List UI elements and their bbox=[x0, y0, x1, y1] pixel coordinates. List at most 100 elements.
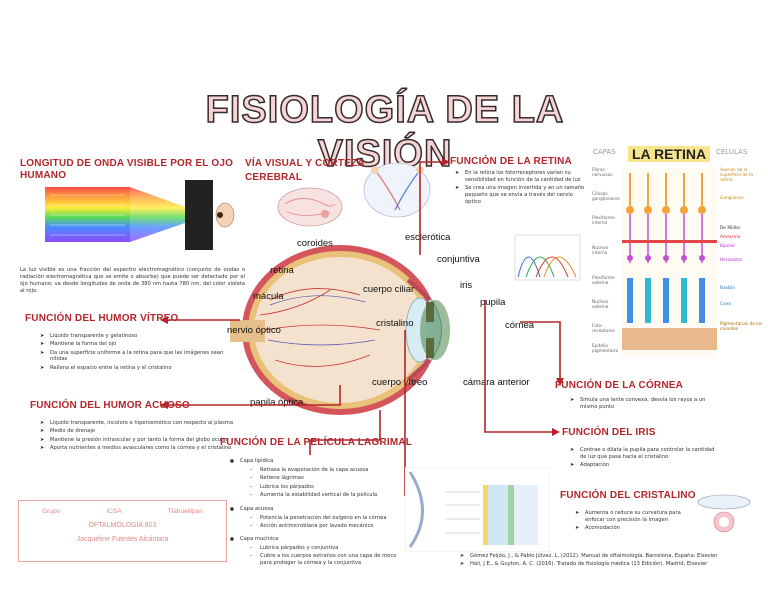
layer-label: Nuclear externa bbox=[592, 300, 609, 310]
label-cuerpo-vitreo: cuerpo vítreo bbox=[372, 377, 428, 388]
label-cuerpo-ciliar: cuerpo ciliar bbox=[363, 284, 415, 295]
photoreceptor bbox=[627, 278, 633, 323]
visual-pathway-illustration bbox=[363, 162, 431, 218]
photoreceptor bbox=[681, 278, 687, 323]
vitreo-list: Líquido transparente y gelatinoso Mantie… bbox=[40, 333, 240, 373]
retina-cell-labels: Axones de la superficie de la retina Gan… bbox=[720, 168, 765, 336]
retina-diagram-title: LA RETINA bbox=[628, 146, 711, 162]
cristalino-fn-list: Aumenta o reduce su curvatura para enfoc… bbox=[575, 510, 695, 533]
ganglion-cell bbox=[680, 206, 688, 214]
retina-capas-label: CAPAS bbox=[593, 148, 616, 156]
list-item: Adaptación bbox=[570, 462, 720, 469]
lens-illustration bbox=[697, 494, 751, 533]
cell-label: Bipolar bbox=[720, 244, 736, 249]
photoreceptor bbox=[699, 278, 705, 323]
references-list: Gómez Feijóo, J., & Pablo Júlvez, L. (20… bbox=[460, 553, 760, 570]
label-papila-optica: papila óptica bbox=[250, 397, 304, 408]
list-item: Se crea una imagen invertida y en un tam… bbox=[455, 185, 590, 205]
layer-label: Células ganglionares bbox=[592, 192, 620, 202]
retina-layers-illustration bbox=[622, 168, 717, 358]
list-item: Líquido transparente, incoloro e hiperos… bbox=[40, 420, 240, 427]
list-item: Medio de drenaje bbox=[40, 428, 240, 435]
author-course: OFTALMOLOGÍA 803 bbox=[88, 522, 157, 529]
layer-label: Plexiforme interna bbox=[592, 216, 615, 226]
list-item: Aporta nutrientes a medios avasculares c… bbox=[40, 445, 240, 452]
bipolar-cell bbox=[699, 255, 705, 261]
bipolar-cell bbox=[663, 255, 669, 261]
label-macula: mácula bbox=[253, 291, 284, 302]
ganglion-cell bbox=[698, 206, 706, 214]
bipolar-cell bbox=[627, 255, 633, 261]
list-item: Retiene lágrimas bbox=[250, 475, 400, 482]
layer-label: Epitelio pigmentario bbox=[592, 344, 619, 354]
cornea-fn-title: FUNCIÓN DE LA CÓRNEA bbox=[555, 380, 684, 391]
ganglion-cell bbox=[626, 206, 634, 214]
cristalino-fn-title: FUNCIÓN DEL CRISTALINO bbox=[560, 490, 696, 501]
list-item: Líquido transparente y gelatinoso bbox=[40, 333, 240, 340]
amacrine-layer bbox=[622, 240, 717, 243]
list-item: Potencia la penetración del oxígeno en l… bbox=[250, 515, 400, 522]
via-title-2: CEREBRAL bbox=[245, 172, 303, 183]
reference-item: Gómez Feijóo, J., & Pablo Júlvez, L. (20… bbox=[460, 553, 760, 560]
vitreo-title: FUNCIÓN DEL HUMOR VÍTREO bbox=[25, 313, 179, 324]
label-esclerotica: esclerótica bbox=[405, 232, 451, 243]
layer-label: Plexiforme externa bbox=[592, 276, 615, 286]
list-item: Rellena el espacio entre la retina y el … bbox=[40, 365, 240, 372]
author-name: Jacqueline Fuentes Alcántara bbox=[76, 536, 169, 543]
eye-illustration bbox=[230, 245, 450, 415]
acuoso-title: FUNCIÓN DEL HUMOR ACUOSO bbox=[30, 400, 190, 411]
list-item: Da una superficie uniforme a la retina p… bbox=[40, 350, 240, 364]
list-item: Retrasa la evaporación de la capa acuosa bbox=[250, 467, 400, 474]
list-item: Contrae o dilata la pupila para controla… bbox=[570, 447, 720, 461]
lagrimal-capa-2: Capa acuosa bbox=[230, 506, 400, 513]
list-item: Simula una lente convexa, desvía los ray… bbox=[570, 397, 720, 411]
retina-layer-labels: Fibras nerviosas Células ganglionares Pl… bbox=[592, 168, 622, 360]
author-school: ICSA bbox=[106, 508, 122, 515]
list-item: En la retina los fotorreceptores varían … bbox=[455, 170, 590, 184]
lagrimal-capa-3-list: Capa mucínica bbox=[230, 536, 400, 544]
list-item: Mantiene la presión intraocular y por ta… bbox=[40, 437, 240, 444]
tear-film-illustration bbox=[405, 467, 550, 552]
ganglion-cell bbox=[662, 206, 670, 214]
lagrimal-capa-2-list: Capa acuosa bbox=[230, 506, 400, 514]
list-item: Acción antimicrobiana por lavado mecánic… bbox=[250, 523, 400, 530]
photoreceptor-sensitivity-chart bbox=[514, 234, 581, 281]
via-title-1: VÍA VISUAL Y CORTEZA bbox=[245, 158, 365, 169]
ganglion-cell bbox=[644, 206, 652, 214]
lagrimal-title: FUNCIÓN DE LA PELÍCULA LAGRIMAL bbox=[220, 437, 413, 448]
label-iris: iris bbox=[460, 280, 473, 291]
list-item: Lubrica los párpados bbox=[250, 484, 400, 491]
label-conjuntiva: conjuntiva bbox=[437, 254, 480, 265]
retina-fn-list: En la retina los fotorreceptores varían … bbox=[455, 170, 590, 207]
layer-label: Nuclear interna bbox=[592, 246, 609, 256]
list-item: Lubrica párpados y conjuntiva bbox=[250, 545, 400, 552]
bipolar-cell bbox=[681, 255, 687, 261]
reference-item: Hall, J.E., & Guyton, A. C. (2016). Trat… bbox=[460, 561, 760, 568]
label-coroides: coroides bbox=[297, 238, 333, 249]
list-item: Mantiene la forma del ojo bbox=[40, 341, 240, 348]
list-item: Acomodación bbox=[575, 525, 695, 532]
lagrimal-list: Capa lipídica bbox=[230, 458, 400, 466]
cell-label: Pigmentarias de los coroides bbox=[720, 322, 763, 332]
bipolar-cell bbox=[645, 255, 651, 261]
label-cristalino: cristalino bbox=[376, 318, 414, 329]
cell-label: Bastón bbox=[720, 286, 735, 291]
retina-fn-title: FUNCIÓN DE LA RETINA bbox=[450, 156, 572, 167]
photoreceptor bbox=[645, 278, 651, 323]
page-title: FISIOLOGÍA DE LA VISIÓN bbox=[205, 88, 565, 176]
cell-label: Ganglionar bbox=[720, 196, 744, 201]
iris-fn-title: FUNCIÓN DEL IRIS bbox=[562, 427, 656, 438]
spectrum-illustration bbox=[45, 180, 235, 250]
author-group: Grupo bbox=[42, 508, 61, 515]
label-camara-anterior: cámara anterior bbox=[463, 377, 530, 388]
list-item: Cubre a los cuerpos extraños con una cap… bbox=[250, 553, 400, 567]
brain-illustration bbox=[277, 187, 343, 227]
list-item: Aumenta o reduce su curvatura para enfoc… bbox=[575, 510, 695, 524]
cell-label: Cono bbox=[720, 302, 731, 307]
cell-label: Horizontal bbox=[720, 258, 742, 263]
retina-celulas-label: CÉLULAS bbox=[716, 148, 748, 156]
lagrimal-capa-3: Capa mucínica bbox=[230, 536, 400, 543]
photoreceptor bbox=[663, 278, 669, 323]
iris-fn-list: Contrae o dilata la pupila para controla… bbox=[570, 447, 720, 470]
author-box: Grupo ICSA Tlahuelilpan OFTALMOLOGÍA 803… bbox=[18, 500, 227, 562]
